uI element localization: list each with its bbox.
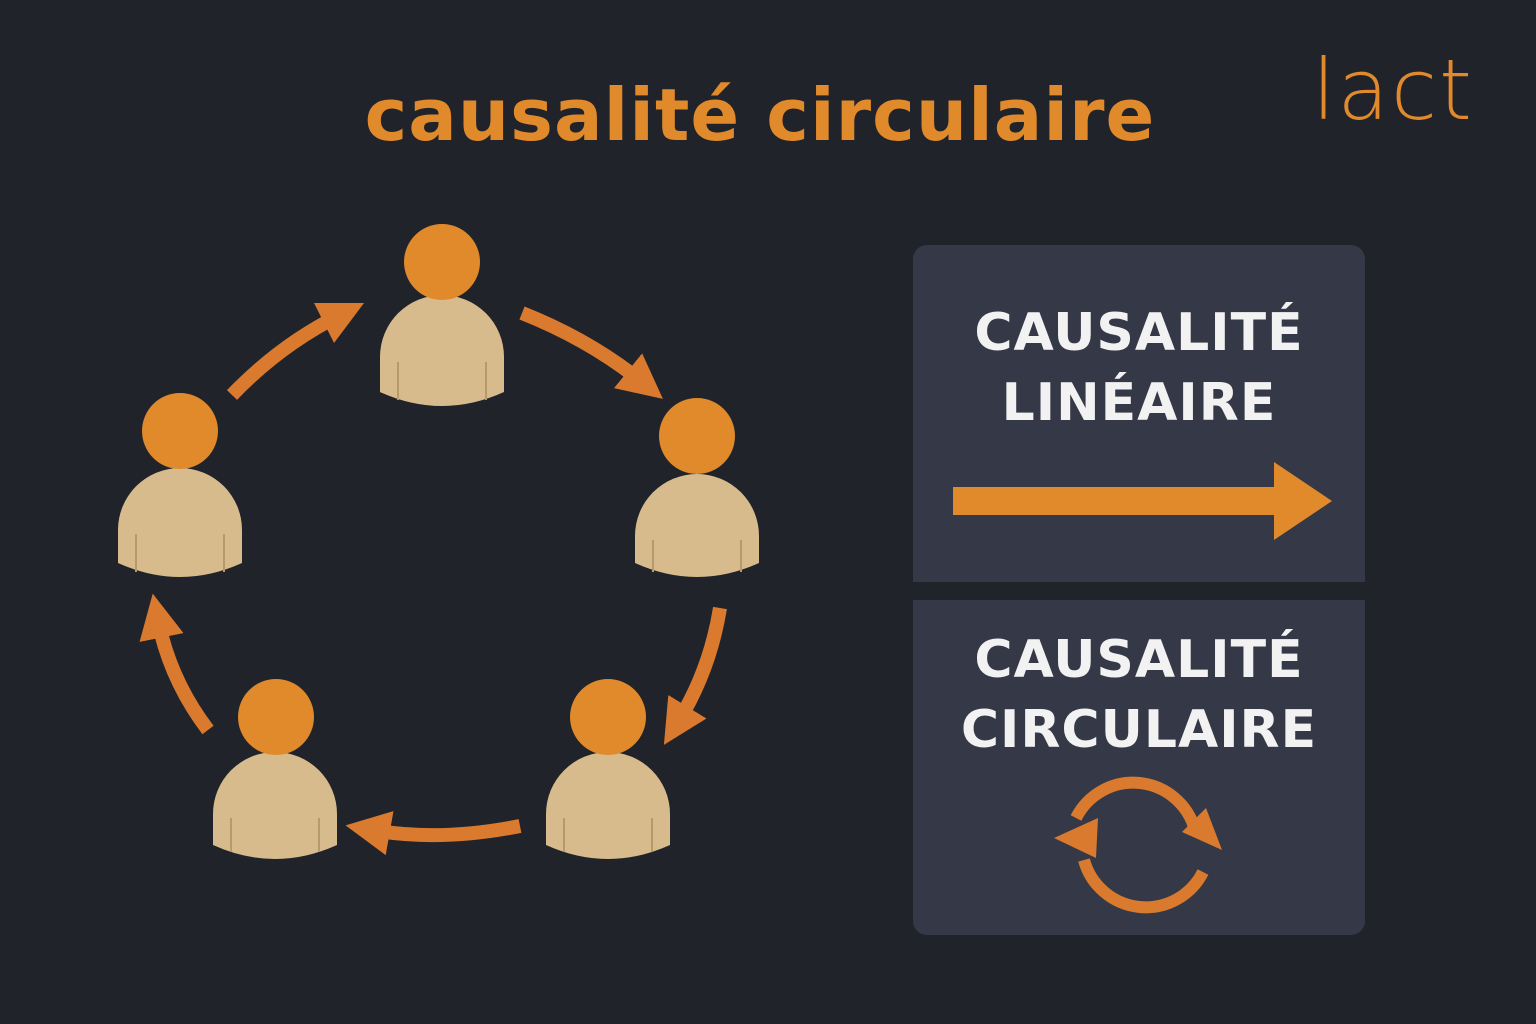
person-right bbox=[635, 398, 759, 577]
person-body bbox=[118, 468, 242, 577]
person-head bbox=[404, 224, 480, 300]
person-head bbox=[659, 398, 735, 474]
arrow-bottomleft-to-left bbox=[139, 593, 214, 735]
page-title: causalité circulaire bbox=[364, 73, 1156, 157]
card-linear-label: CAUSALITÉ LINÉAIRE bbox=[913, 298, 1365, 438]
person-body bbox=[546, 752, 670, 859]
person-body bbox=[213, 752, 337, 859]
cycle-diagram bbox=[118, 224, 759, 859]
card-circular-line2: CIRCULAIRE bbox=[960, 700, 1318, 760]
person-body bbox=[380, 295, 504, 406]
arrow-left-to-top bbox=[226, 302, 365, 400]
arrow-right-to-bottomright bbox=[663, 606, 727, 745]
person-body bbox=[635, 474, 759, 577]
brand-logo: lact bbox=[1312, 41, 1474, 139]
arrow-top-to-right bbox=[519, 306, 663, 399]
person-bottom-left bbox=[213, 679, 337, 859]
cycle-arrows bbox=[139, 302, 727, 856]
person-head bbox=[570, 679, 646, 755]
person-bottom-right bbox=[546, 679, 670, 859]
arrow-bottomright-to-bottomleft bbox=[345, 811, 522, 856]
person-head bbox=[238, 679, 314, 755]
card-linear-line2: LINÉAIRE bbox=[1001, 373, 1277, 433]
card-circular-label: CAUSALITÉ CIRCULAIRE bbox=[913, 625, 1365, 765]
card-linear-line1: CAUSALITÉ bbox=[974, 303, 1304, 363]
person-left bbox=[118, 393, 242, 577]
person-head bbox=[142, 393, 218, 469]
card-circular-line1: CAUSALITÉ bbox=[974, 630, 1304, 690]
person-top bbox=[380, 224, 504, 406]
